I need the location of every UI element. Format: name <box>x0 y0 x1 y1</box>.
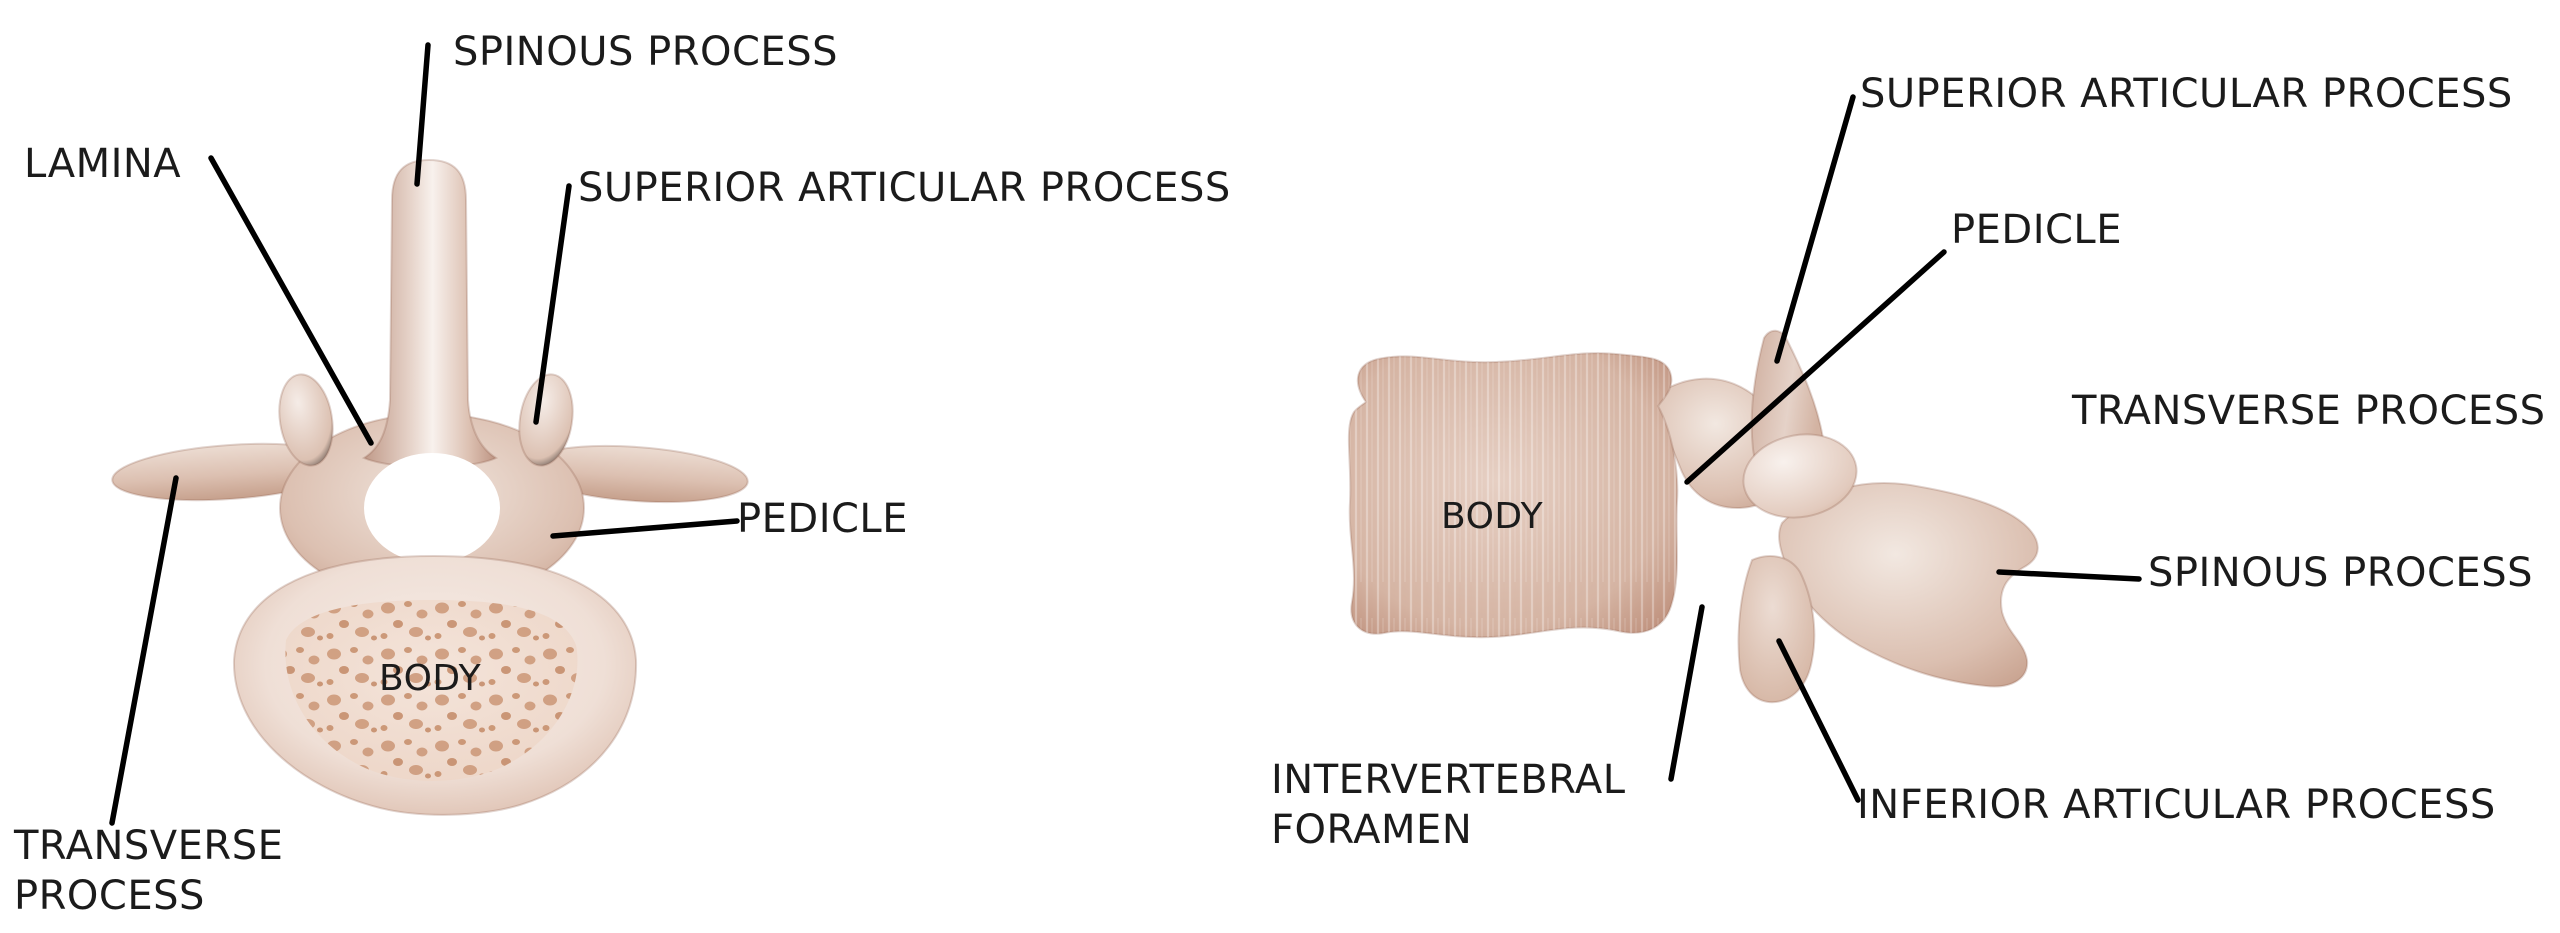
right-superior-articular-process-shape <box>518 373 574 467</box>
label-superior-articular-process-right: SUPERIOR ARTICULAR PROCESS <box>1860 71 2513 117</box>
label-spinous-process-left: SPINOUS PROCESS <box>453 29 838 75</box>
label-spinous-process-right: SPINOUS PROCESS <box>2148 550 2533 596</box>
leader-spinous-process-right <box>1996 569 2142 582</box>
label-intervertebral-foramen: INTERVERTEBRAL FORAMEN <box>1271 755 1626 855</box>
label-transverse-process-left-line1: TRANSVERSE <box>14 823 284 869</box>
leader-inferior-articular <box>1776 638 1861 803</box>
label-intervertebral-foramen-line1: INTERVERTEBRAL <box>1271 757 1626 803</box>
left-superior-articular-process-shape <box>278 373 334 467</box>
leader-superior-articular-right <box>1774 94 1856 364</box>
label-body-left: BODY <box>379 658 482 699</box>
transverse-process-shape <box>1742 433 1858 519</box>
leader-lamina <box>208 155 374 446</box>
leader-spinous-process-left <box>414 42 431 187</box>
leader-pedicle-left <box>550 518 740 539</box>
spinous-process-shape <box>1778 482 2039 688</box>
label-transverse-process-left: TRANSVERSE PROCESS <box>14 821 283 921</box>
leader-intervertebral-foramen <box>1668 604 1705 782</box>
spinous-process-shape <box>361 158 499 468</box>
label-lamina: LAMINA <box>24 141 182 187</box>
inferior-articular-process-shape <box>1737 555 1816 704</box>
label-intervertebral-foramen-line2: FORAMEN <box>1271 807 1473 853</box>
label-superior-articular-process-left: SUPERIOR ARTICULAR PROCESS <box>578 165 1231 211</box>
label-pedicle-right: PEDICLE <box>1951 207 2122 253</box>
superior-view-illustration <box>111 158 749 816</box>
label-transverse-process-left-line2: PROCESS <box>14 873 205 919</box>
label-inferior-articular-process: INFERIOR ARTICULAR PROCESS <box>1857 782 2496 828</box>
label-pedicle-left: PEDICLE <box>737 496 908 542</box>
leader-transverse-left <box>109 475 179 826</box>
label-body-right: BODY <box>1441 496 1544 537</box>
lateral-view-illustration <box>1347 329 2039 704</box>
label-transverse-process-right: TRANSVERSE PROCESS <box>2072 388 2546 434</box>
leader-lines <box>109 42 2142 826</box>
leader-superior-articular-left <box>533 183 572 425</box>
vertebral-foramen-shape <box>364 453 500 563</box>
leader-pedicle-right <box>1684 249 1947 485</box>
